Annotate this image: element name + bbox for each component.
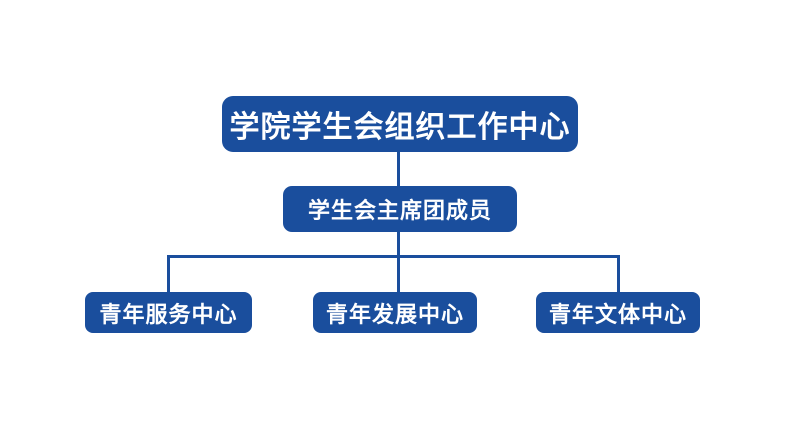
- org-node-root: 学院学生会组织工作中心: [222, 96, 578, 152]
- connector-mid-to-center-leaf: [397, 232, 400, 292]
- connector-drop-left-leaf: [167, 255, 170, 292]
- org-node-youth-development-center: 青年发展中心: [313, 292, 477, 333]
- org-node-youth-culture-sports-center: 青年文体中心: [536, 292, 700, 333]
- org-node-presidium: 学生会主席团成员: [283, 186, 517, 232]
- connector-drop-right-leaf: [617, 255, 620, 292]
- org-node-youth-service-center: 青年服务中心: [85, 292, 252, 333]
- connector-horizontal-rail: [167, 255, 620, 258]
- connector-root-to-mid: [397, 150, 400, 188]
